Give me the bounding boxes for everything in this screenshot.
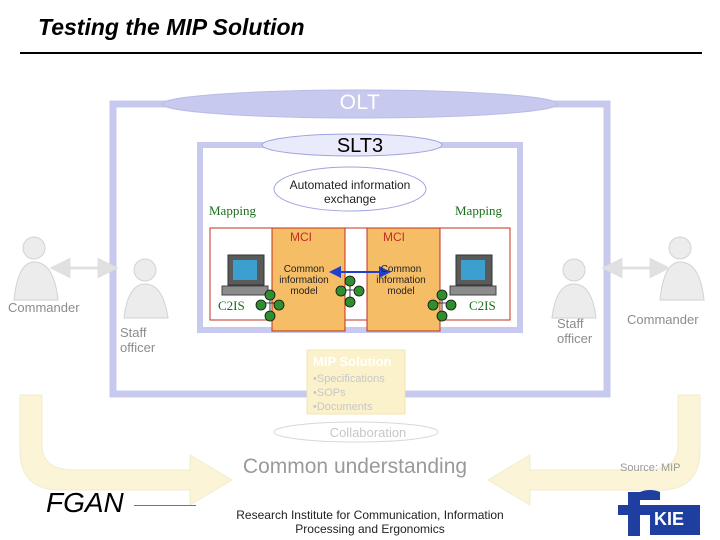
c2is-right-label: C2IS [469,298,496,313]
commander-right-label: Commander [627,312,699,327]
mci-left-panel [271,227,346,332]
staff-left-figure-icon [123,258,169,319]
commander-right-figure-icon [659,236,705,301]
collaboration-ellipse [273,421,439,443]
network-node-right-icon [427,289,457,322]
staff-right-figure-icon [551,258,597,319]
slide-title: Testing the MIP Solution [38,14,305,40]
olt-top [161,89,559,119]
exchange-label: Automated information exchange [289,178,411,206]
slt3-label: SLT3 [336,135,384,157]
mip-item: •SOPs [313,387,346,399]
network-node-center-icon [335,275,365,308]
computer-left-icon [221,254,269,296]
kie-logo-icon [618,490,700,536]
computer-right-icon [449,254,497,296]
right-flow-arrow [487,394,701,506]
common-understanding-label: Common understanding [242,455,468,478]
staff-right-label: Staff officer [557,316,593,346]
mapping-frame [209,227,511,321]
mci-right-label: MCI [383,230,405,244]
commander-left-label: Commander [8,300,80,315]
commander-left-figure-icon [13,236,59,301]
mci-left-label: MCI [290,230,312,244]
exchange-bubble [273,166,427,212]
c2is-left-label: C2IS [218,298,245,313]
fgan-underline [134,505,196,506]
fgan-label: FGAN [46,487,124,518]
mapping-right-label: Mapping [455,203,502,218]
network-node-left-icon [255,289,285,322]
mip-solution-box [306,349,406,415]
mapping-left-label: Mapping [209,203,256,218]
title-underline [20,52,702,54]
staff-left-label: Staff officer [120,325,156,355]
mip-item: •Documents [313,401,373,413]
mci-right-panel [366,227,441,332]
model-left-label: Common information model [279,264,329,297]
slt3-top [261,133,443,157]
mip-solution-heading: MIP Solution [313,354,392,369]
mip-item: •Specifications [313,373,385,385]
kie-logo-text: KIE [654,509,685,529]
model-right-label: Common information model [376,264,426,297]
institute-label: Research Institute for Communication, In… [236,508,504,536]
source-label: Source: MIP [620,462,681,474]
olt-label: OLT [339,91,381,114]
collaboration-label: Collaboration [329,425,407,440]
